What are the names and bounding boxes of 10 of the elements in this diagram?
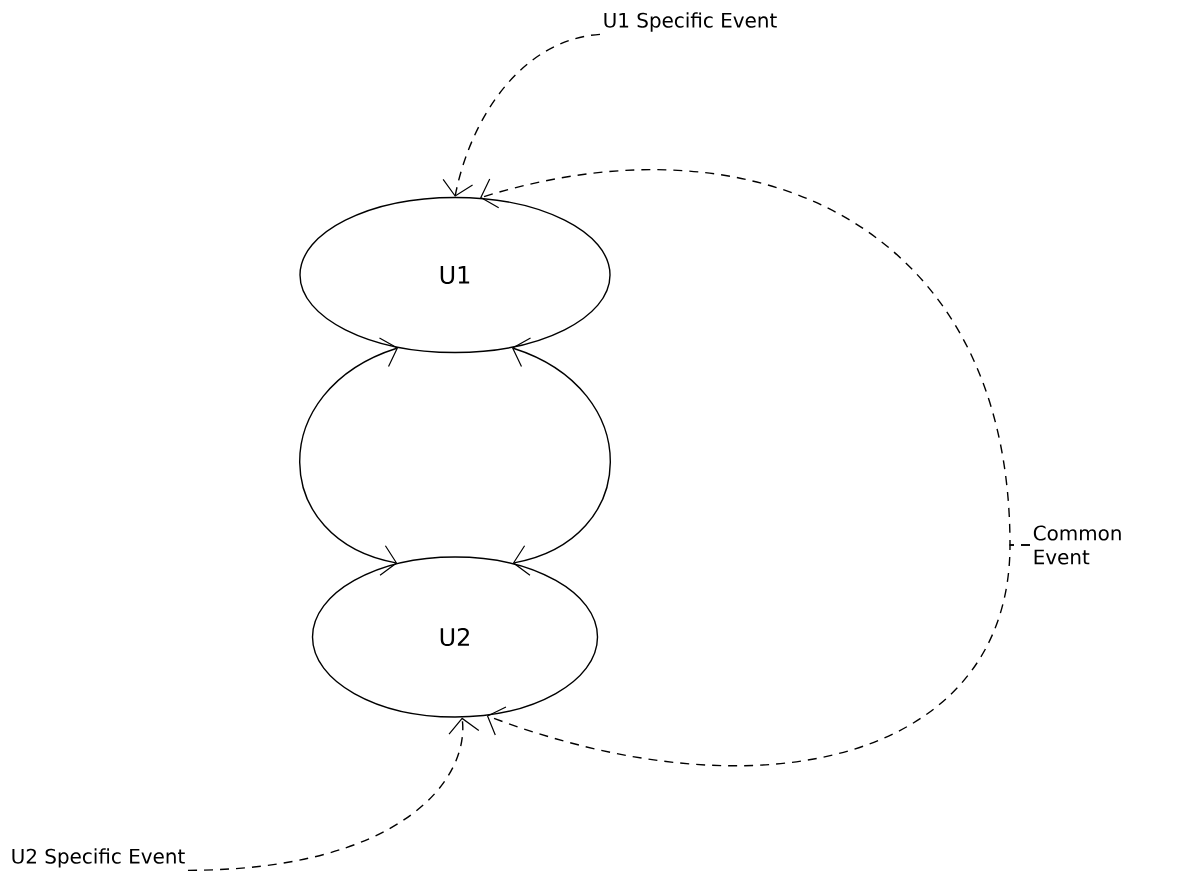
double-arrow — [299, 337, 399, 576]
event-label: U1 Specific Event — [604, 12, 777, 32]
dashed-arrow — [187, 717, 480, 872]
dashed-arrow — [486, 544, 1031, 767]
dashed-arrow — [442, 33, 601, 197]
double-arrow — [511, 337, 611, 576]
ellipse-node: U2 — [311, 556, 599, 718]
event-label: U2 Specific Event — [12, 848, 185, 868]
event-label: Common Event — [1033, 525, 1121, 565]
ellipse-node: U1 — [299, 196, 611, 354]
